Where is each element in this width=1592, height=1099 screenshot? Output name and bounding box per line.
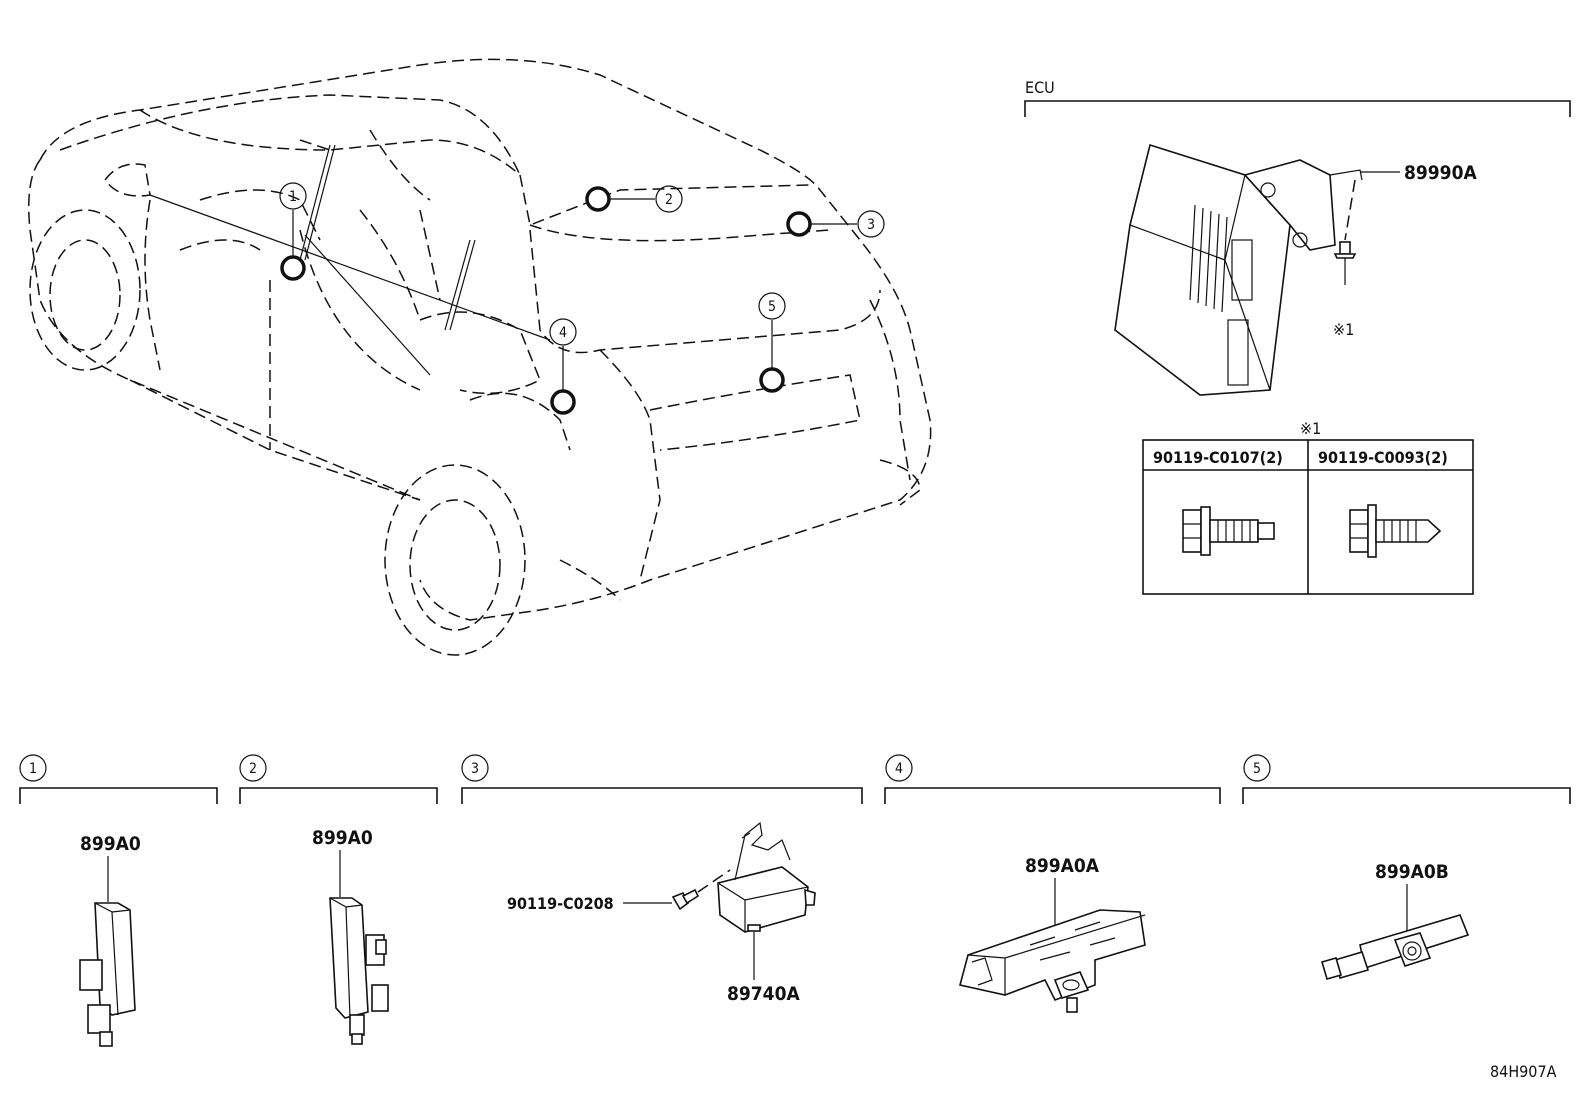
section-3-bolt-number: 90119-C0208 — [507, 894, 614, 913]
section-3-number: 3 — [471, 761, 479, 777]
location-marker-5 — [759, 367, 785, 393]
bolt-table-col-1: 90119-C0107(2) — [1153, 448, 1283, 467]
callout-4-label: 4 — [559, 325, 567, 341]
section-5-part-number: 899A0B — [1375, 861, 1449, 883]
section-4-number: 4 — [895, 761, 903, 777]
flange-bolt-icon — [1182, 506, 1275, 556]
section-4-part-number: 899A0A — [1025, 855, 1100, 877]
section-5: 5 899A0B — [1242, 754, 1571, 980]
figure-code: 84H907A — [1490, 1062, 1557, 1081]
location-marker-1 — [280, 255, 306, 281]
control-unit-89740a — [717, 821, 816, 933]
section-2-part-number: 899A0 — [312, 827, 373, 849]
bolt-table-ref: ※1 — [1300, 419, 1321, 438]
ecu-section-label: ECU — [1025, 78, 1055, 97]
section-5-number: 5 — [1253, 761, 1261, 777]
vehicle-illustration — [28, 58, 932, 656]
location-marker-2 — [585, 186, 611, 212]
location-markers: 1 2 3 4 5 — [279, 182, 885, 415]
section-1-part-number: 899A0 — [80, 833, 141, 855]
location-marker-4 — [550, 389, 576, 415]
callout-5-label: 5 — [768, 299, 776, 315]
section-3-bolt — [671, 888, 700, 911]
location-marker-3 — [786, 211, 812, 237]
ecu-bolt-ref: ※1 — [1333, 320, 1354, 339]
antenna-899a0b — [1321, 914, 1470, 980]
ecu-bolt — [1333, 241, 1357, 285]
tapping-bolt-icon — [1349, 504, 1442, 558]
section-2-number: 2 — [249, 761, 257, 777]
section-1-number: 1 — [29, 761, 37, 777]
bolt-table: ※1 90119-C0107(2) 90119-C0093(2) — [1142, 419, 1474, 595]
section-4: 4 899A0A — [884, 754, 1221, 1013]
callout-1-label: 1 — [289, 189, 297, 205]
sensor-899a0-rear — [329, 897, 389, 1045]
section-3-part-number: 89740A — [727, 983, 800, 1005]
ecu-section: ECU 89990A ※1 — [1024, 78, 1571, 396]
sensor-899a0-front — [79, 902, 136, 1047]
callout-3-label: 3 — [867, 217, 875, 233]
antenna-899a0a — [959, 909, 1146, 1013]
callout-2-label: 2 — [665, 192, 673, 208]
section-1: 1 899A0 — [19, 754, 218, 1047]
section-3: 3 90119-C0208 89740A — [461, 754, 863, 1005]
section-2: 2 899A0 — [239, 754, 438, 1045]
ecu-unit — [1114, 143, 1363, 396]
bolt-table-col-2: 90119-C0093(2) — [1318, 448, 1448, 467]
ecu-part-number: 89990A — [1404, 162, 1477, 184]
